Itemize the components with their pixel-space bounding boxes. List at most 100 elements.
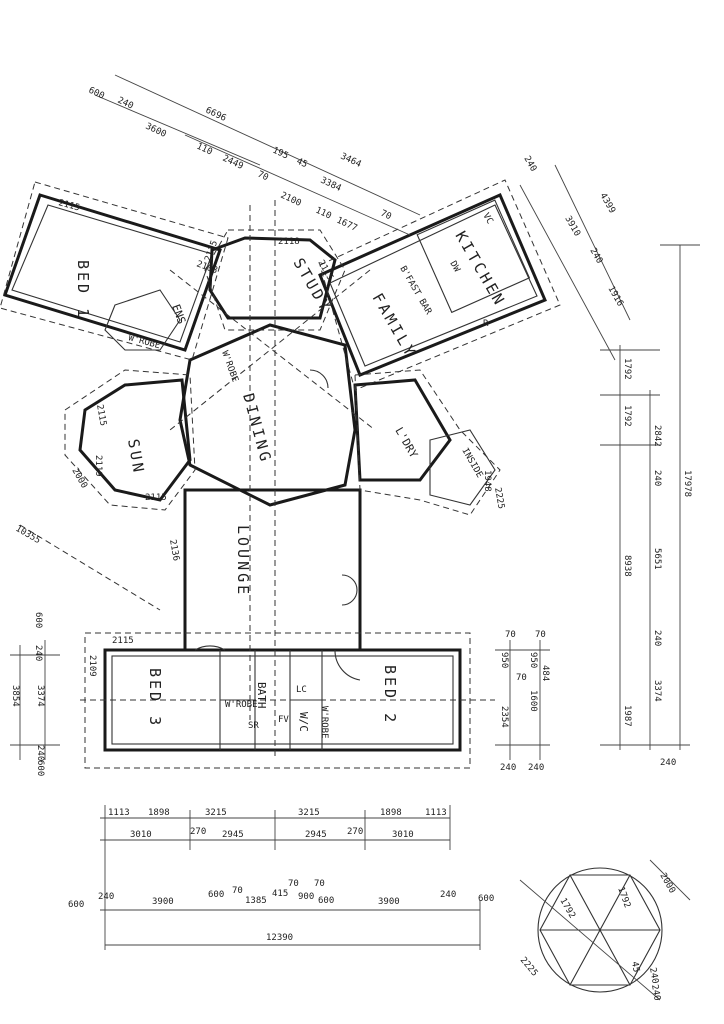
room-bed2: BED 2 <box>381 665 399 725</box>
dim-label: 70 <box>232 886 243 896</box>
dim-label: 1987 <box>622 705 632 727</box>
dim-label: 600 <box>87 86 106 102</box>
dim-label: 1948 <box>482 470 492 492</box>
dim-label: 70 <box>379 209 393 223</box>
dim-label: 110 <box>314 206 333 222</box>
dim-label: 1898 <box>148 808 170 818</box>
dim-label: 484 <box>540 665 550 681</box>
dim-label: 2225 <box>518 956 540 979</box>
dim-label: 2449 <box>221 154 245 172</box>
dim-label: 1916 <box>605 285 625 309</box>
room-sun: SUN <box>124 438 148 477</box>
dim-label: 10355 <box>14 524 42 546</box>
dim-label: 3010 <box>130 830 152 840</box>
dim-label: 2945 <box>222 830 244 840</box>
room-bed1: BED 1 <box>74 260 92 320</box>
dim-label: 240 <box>35 745 45 761</box>
dim-label: 3910 <box>562 215 582 239</box>
room-wrobe-d: W'ROBE <box>219 350 240 384</box>
dim-label: 70 <box>288 879 299 889</box>
dim-label: 240 <box>33 645 43 661</box>
dim-label: 240 <box>652 470 662 486</box>
dim-label: 415 <box>272 889 288 899</box>
dim-label: 950 <box>499 652 509 668</box>
room-wrobe-c: W'ROBE <box>127 333 161 351</box>
dim-label: 2136 <box>167 539 181 562</box>
dim-label: 70 <box>516 673 527 683</box>
room-fv: FV <box>278 715 289 725</box>
dim-label: 240 <box>652 630 662 646</box>
dim-label: 240 <box>649 984 662 1002</box>
dim-label: 3900 <box>378 897 400 907</box>
dimension-lines <box>10 74 700 950</box>
room-wrobe-b: W'ROBE <box>319 706 329 739</box>
dim-label: 240 <box>521 155 538 174</box>
room-dw: DW <box>447 260 461 275</box>
dim-label: 1113 <box>425 808 447 818</box>
dim-label: 3374 <box>652 680 662 702</box>
dim-label: 3010 <box>392 830 414 840</box>
dimension-labels: 600 240 6696 3600 110 2449 70 195 45 346… <box>10 86 692 1002</box>
dim-label: 2118 <box>278 237 300 247</box>
dim-label: 2109 <box>87 655 97 677</box>
dim-label: 270 <box>190 827 206 837</box>
dim-label: 240 <box>500 763 516 773</box>
dim-label: 3215 <box>205 808 227 818</box>
dim-label: 1898 <box>380 808 402 818</box>
dim-label: 2115 <box>145 493 167 503</box>
dim-label: 70 <box>256 170 270 184</box>
dim-label: 240 <box>647 967 660 985</box>
dim-label: 1385 <box>245 896 267 906</box>
dim-label: 3854 <box>10 685 20 707</box>
room-bfast-bar: B'FAST BAR <box>397 265 433 317</box>
room-laundry: L'DRY <box>392 425 420 461</box>
dim-label: 600 <box>33 612 43 628</box>
room-ens: ENS <box>169 303 188 326</box>
dim-label: 45 <box>629 961 641 973</box>
room-inside: INSIDE <box>459 447 484 480</box>
dim-label: 1677 <box>335 216 359 234</box>
room-vc: VC <box>480 212 494 226</box>
room-labels: BED 1 STUDY FAMILY KITCHEN B'FAST BAR DI… <box>74 212 509 739</box>
dim-label: 950 <box>528 652 538 668</box>
dim-label: 2354 <box>499 706 509 728</box>
dim-label: 5651 <box>652 548 662 570</box>
dim-label: 240 <box>660 758 676 768</box>
room-lc: LC <box>296 685 307 695</box>
dim-label: 240 <box>440 890 456 900</box>
dim-label: 600 <box>478 894 494 904</box>
dim-label: 240 <box>116 96 135 112</box>
dim-label: 900 <box>298 892 314 902</box>
dim-label: 600 <box>68 900 84 910</box>
dim-label: 2842 <box>652 425 662 447</box>
room-dining: DINING <box>239 391 275 465</box>
room-family: FAMILY <box>369 290 421 362</box>
dim-label: 2000 <box>657 872 677 896</box>
room-wrobe-a: W'ROBE <box>225 700 258 710</box>
dim-label: 8938 <box>622 555 632 577</box>
room-r: R <box>483 319 489 329</box>
dim-label: 240 <box>98 892 114 902</box>
dim-label: 1792 <box>622 405 632 427</box>
dim-label: 70 <box>535 630 546 640</box>
dim-label: 3464 <box>339 152 363 170</box>
dim-label: 2115 <box>112 636 134 646</box>
dim-label: 2225 <box>492 487 506 510</box>
dim-label: 1792 <box>557 897 577 921</box>
dim-label: 70 <box>314 879 325 889</box>
dim-label: 2119 <box>93 455 103 477</box>
room-bed3: BED 3 <box>146 668 164 728</box>
room-lounge: LOUNGE <box>234 525 252 597</box>
dashed-outlines <box>0 179 561 769</box>
dim-label: 3900 <box>152 897 174 907</box>
dim-label: 70 <box>505 630 516 640</box>
dim-label: 270 <box>347 827 363 837</box>
dim-label: 2100 <box>279 191 303 209</box>
dim-label: 240 <box>528 763 544 773</box>
room-wc: W/C <box>297 712 310 732</box>
dim-label: 1600 <box>528 690 538 712</box>
dim-label: 3215 <box>298 808 320 818</box>
dim-label: 3374 <box>35 685 45 707</box>
dim-label: 600 <box>35 760 45 776</box>
